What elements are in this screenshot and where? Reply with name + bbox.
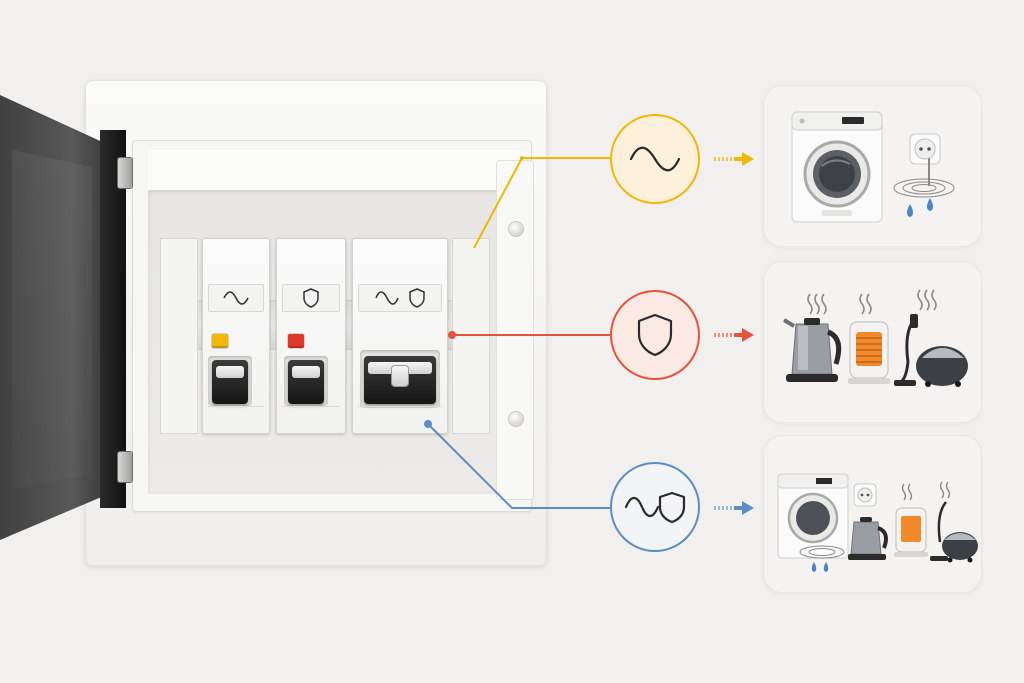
steam-icon (807, 289, 937, 315)
blank-filler-left (160, 238, 198, 434)
module-symbol-band (358, 284, 442, 312)
water-drops-icon (907, 198, 933, 217)
function-circle-sine-shield (610, 462, 700, 552)
vacuum-cleaner-icon (930, 501, 978, 563)
hinge-bottom (118, 452, 132, 482)
sine-wave-icon (629, 146, 681, 172)
door-glare (12, 150, 92, 490)
breaker-module-rcbo (352, 238, 448, 434)
shield-icon (409, 288, 425, 308)
washing-machine-icon (791, 111, 883, 223)
arrow-right-icon (714, 328, 754, 342)
appliance-card-water (764, 86, 981, 246)
steam-icon (901, 481, 951, 501)
washing-machine-icon (777, 473, 849, 559)
door-edge (100, 130, 126, 508)
breaker-module-rcd (202, 238, 270, 434)
breaker-lever[interactable] (288, 360, 324, 404)
water-puddle-icon (799, 545, 845, 559)
hinge-top (118, 158, 132, 188)
lever-bridge (392, 366, 408, 386)
breaker-lever-double[interactable] (364, 356, 436, 404)
vacuum-cleaner-icon (894, 314, 968, 387)
arrow-right-icon (714, 152, 754, 166)
sine-wave-and-shield-icon (624, 491, 686, 524)
appliance-card-heat (764, 262, 981, 422)
module-symbol-band (208, 284, 264, 312)
blank-filler-right (452, 238, 490, 434)
module-foot (358, 406, 442, 428)
kettle-icon (848, 517, 888, 560)
sine-wave-icon (223, 291, 249, 305)
function-circle-shield (610, 290, 700, 380)
water-puddle-icon (893, 178, 955, 198)
module-foot (208, 406, 264, 428)
enclosure-side-rail (496, 160, 534, 500)
wall-socket-icon (909, 133, 941, 186)
enclosure-cover-strip (148, 150, 528, 194)
heater-icon (848, 321, 890, 384)
appliance-card-combined (764, 436, 981, 592)
test-button-red[interactable] (288, 334, 304, 348)
kettle-icon (782, 318, 842, 382)
screw-top (509, 222, 523, 236)
screw-bottom (509, 412, 523, 426)
test-button-yellow[interactable] (212, 334, 228, 348)
module-symbol-band (282, 284, 340, 312)
heater-icon (894, 507, 928, 557)
arrow-right-icon (714, 501, 754, 515)
shield-icon (303, 288, 319, 308)
function-circle-sine (610, 114, 700, 204)
sine-wave-icon (375, 291, 399, 305)
wall-socket-icon (853, 483, 877, 507)
water-drops-icon (811, 562, 829, 572)
breaker-lever[interactable] (212, 360, 248, 404)
module-foot (282, 406, 340, 428)
shield-icon (637, 313, 673, 357)
breaker-module-mcb (276, 238, 346, 434)
